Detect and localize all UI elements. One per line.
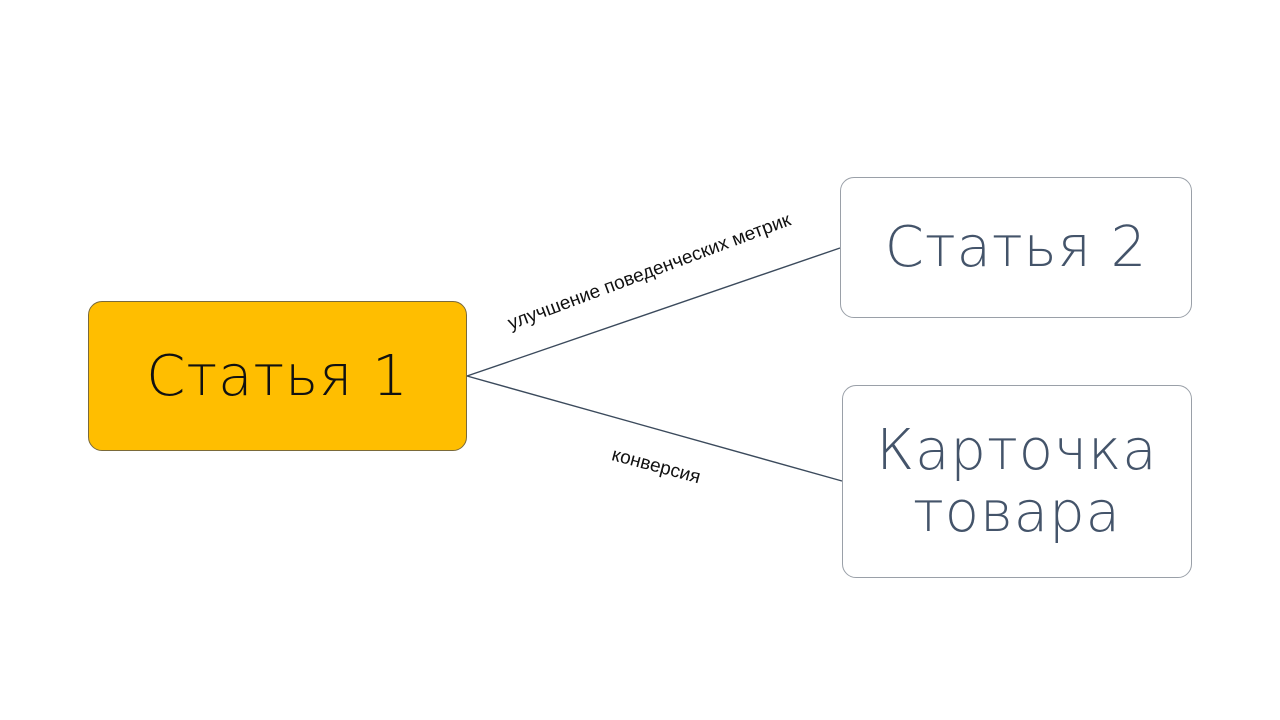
node-product-card-label-line1: Карточка [876, 417, 1158, 483]
node-article-1: Статья 1 [88, 301, 467, 451]
node-article-1-label: Статья 1 [146, 343, 409, 409]
edge-to-product [466, 375, 843, 482]
node-article-2: Статья 2 [840, 177, 1192, 318]
node-product-card-label-line2: товара [913, 479, 1121, 545]
node-product-card: Карточка товара [842, 385, 1192, 578]
node-article-2-label: Статья 2 [884, 215, 1148, 280]
edge-to-article2 [466, 247, 841, 377]
